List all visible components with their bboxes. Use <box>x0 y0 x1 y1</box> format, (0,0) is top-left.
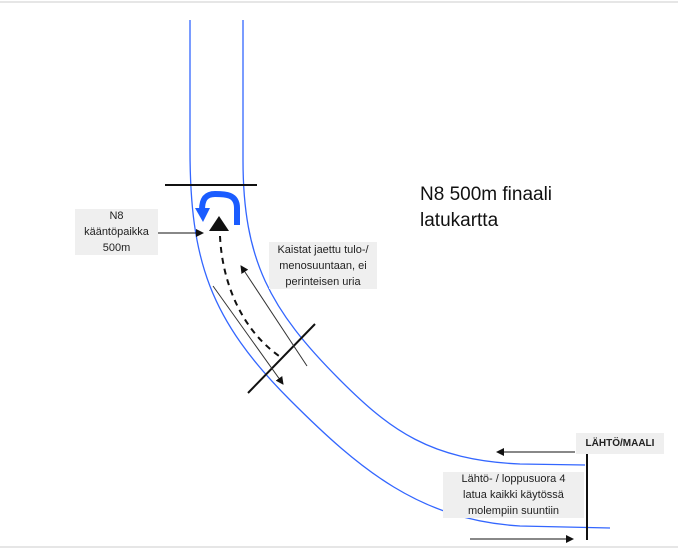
label-line: menosuuntaan, ei <box>279 259 367 272</box>
track-right-edge <box>242 20 586 466</box>
label-line: N8 <box>109 210 124 222</box>
label-line: latua kaikki käytössä <box>463 489 564 501</box>
label-text: LÄHTÖ/MAALI <box>585 437 655 449</box>
label-line: 500m <box>102 242 131 254</box>
title-line: N8 500m finaali <box>420 184 553 205</box>
dashed-route <box>219 235 283 359</box>
start-finish-label: LÄHTÖ/MAALI <box>576 433 664 454</box>
label-line: kääntöpaikka <box>84 226 149 238</box>
map-title: N8 500m finaali latukartta <box>420 182 552 234</box>
label-line: perinteisen uria <box>285 275 361 288</box>
label-line: Kaistat jaettu tulo-/ <box>277 243 369 256</box>
start-marker-icon <box>209 216 229 231</box>
u-turn-arrowhead-icon <box>195 208 210 222</box>
inbound-lane-arrow <box>240 265 308 367</box>
straight-label: Lähtö- / loppusuora 4 latua kaikki käytös… <box>443 472 584 518</box>
u-turn-arrow-icon <box>199 190 240 225</box>
title-line: latukartta <box>420 210 499 231</box>
label-line: molempiin suuntiin <box>467 505 560 517</box>
outbound-lane-arrow <box>212 285 284 385</box>
turn-point-label: N8 kääntöpaikka 500m <box>75 209 158 255</box>
lane-split-line <box>247 323 316 394</box>
label-line: Lähtö- / loppusuora 4 <box>461 473 566 485</box>
lanes-label: Kaistat jaettu tulo-/ menosuuntaan, ei per… <box>269 242 377 289</box>
